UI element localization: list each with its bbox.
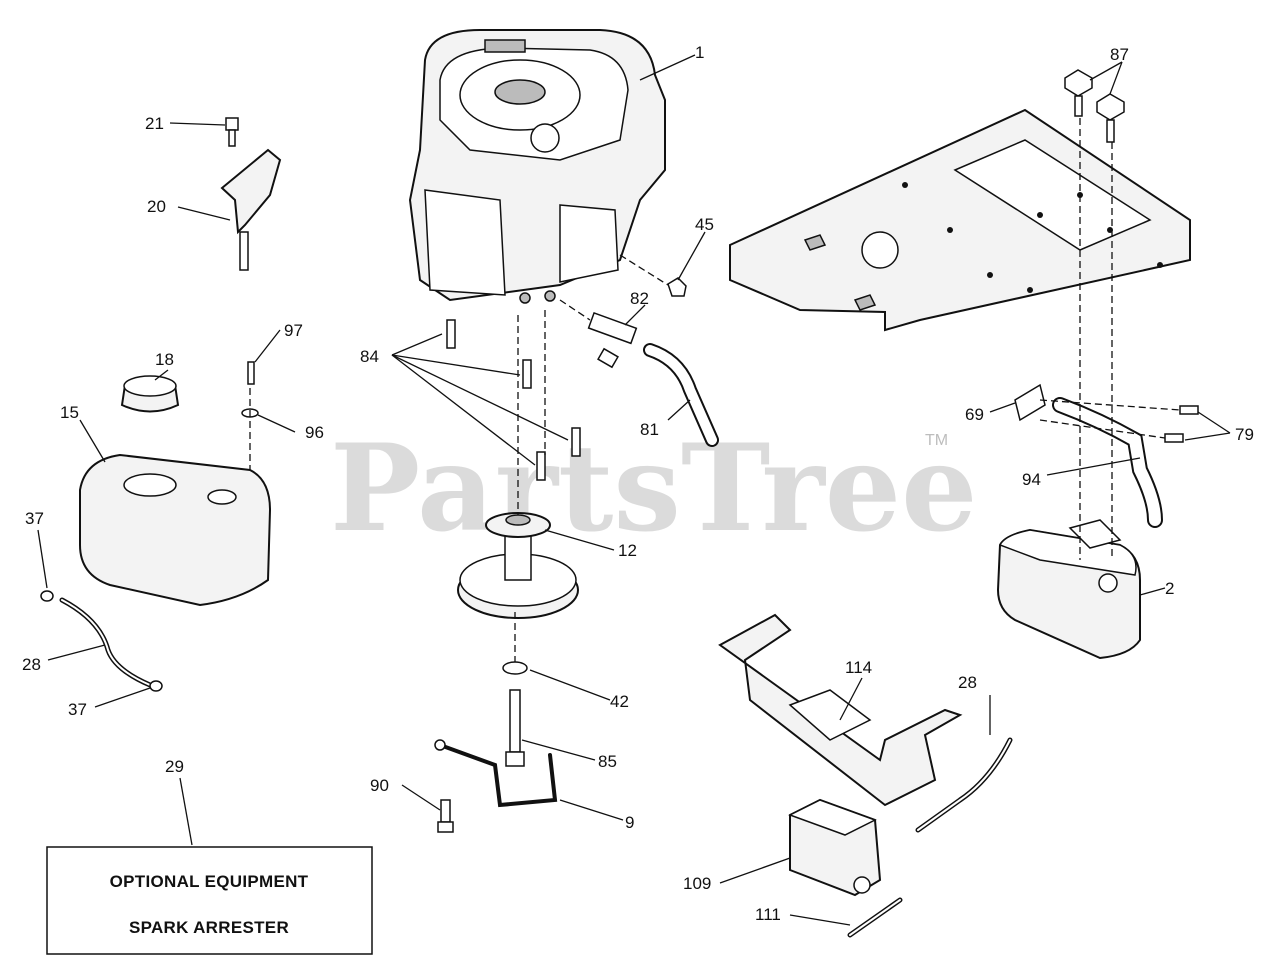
callout-97: 97 xyxy=(284,321,303,340)
callout-12: 12 xyxy=(618,541,637,560)
callout-111: 111 xyxy=(755,905,781,924)
callout-28-left: 28 xyxy=(22,655,41,674)
fuel-tank-part[interactable] xyxy=(79,453,272,607)
watermark-brand: PartsTree xyxy=(330,418,977,559)
hose-111[interactable] xyxy=(847,897,903,938)
callout-18: 18 xyxy=(155,350,174,369)
frame-plate[interactable] xyxy=(729,108,1191,332)
callout-81: 81 xyxy=(640,420,659,439)
callout-82: 82 xyxy=(630,289,649,308)
spark-arrester-109[interactable] xyxy=(788,798,882,897)
callout-109: 109 xyxy=(683,874,711,893)
callout-90: 90 xyxy=(370,776,389,795)
callout-37-bottom: 37 xyxy=(68,700,87,719)
nut-45[interactable] xyxy=(667,277,687,297)
callout-2: 2 xyxy=(1165,579,1174,598)
hose-81[interactable] xyxy=(643,343,719,447)
rod-9[interactable] xyxy=(434,739,558,808)
callout-20: 20 xyxy=(147,197,166,216)
bolt-85[interactable] xyxy=(505,689,525,767)
callout-84: 84 xyxy=(360,347,379,366)
callout-numbers: 1 2 9 12 15 18 20 21 28 28 29 37 37 42 4… xyxy=(22,43,1254,924)
callout-114: 114 xyxy=(845,658,872,677)
heat-shield-114[interactable] xyxy=(718,613,963,807)
bolt-90[interactable] xyxy=(437,799,454,833)
fitting-82[interactable] xyxy=(587,311,638,369)
callout-85: 85 xyxy=(598,752,617,771)
optional-equipment-box: OPTIONAL EQUIPMENT SPARK ARRESTER xyxy=(46,846,373,955)
callout-69: 69 xyxy=(965,405,984,424)
callout-15: 15 xyxy=(60,403,79,422)
callout-42: 42 xyxy=(610,692,629,711)
callout-79: 79 xyxy=(1235,425,1254,444)
leader-lines xyxy=(37,54,1231,926)
callout-96: 96 xyxy=(305,423,324,442)
exhaust-pipe-94[interactable] xyxy=(1052,397,1163,528)
callout-37-top: 37 xyxy=(25,509,44,528)
pulley-12[interactable] xyxy=(457,512,579,619)
callout-29: 29 xyxy=(165,757,184,776)
callout-87: 87 xyxy=(1110,45,1129,64)
throttle-bracket-part[interactable] xyxy=(220,117,282,271)
fuel-line-left[interactable] xyxy=(40,590,163,692)
alignment-lines xyxy=(249,118,1181,662)
callout-28-right: 28 xyxy=(958,673,977,692)
callout-21: 21 xyxy=(145,114,164,133)
gasket-69[interactable] xyxy=(1014,383,1046,422)
muffler-2[interactable] xyxy=(996,519,1141,660)
fuel-line-right[interactable] xyxy=(915,737,1013,833)
engine-part[interactable] xyxy=(408,29,666,304)
bolts-79[interactable] xyxy=(1164,405,1199,443)
watermark-trademark: TM xyxy=(925,432,948,449)
callout-1: 1 xyxy=(695,43,704,62)
optional-equipment-item: SPARK ARRESTER xyxy=(129,918,289,937)
callout-94: 94 xyxy=(1022,470,1041,489)
washer-42[interactable] xyxy=(502,661,528,675)
callout-45: 45 xyxy=(695,215,714,234)
engine-bolts-84[interactable] xyxy=(446,319,581,481)
fuel-cap-part[interactable] xyxy=(120,375,180,413)
callout-9: 9 xyxy=(625,813,634,832)
optional-equipment-heading: OPTIONAL EQUIPMENT xyxy=(110,872,309,891)
